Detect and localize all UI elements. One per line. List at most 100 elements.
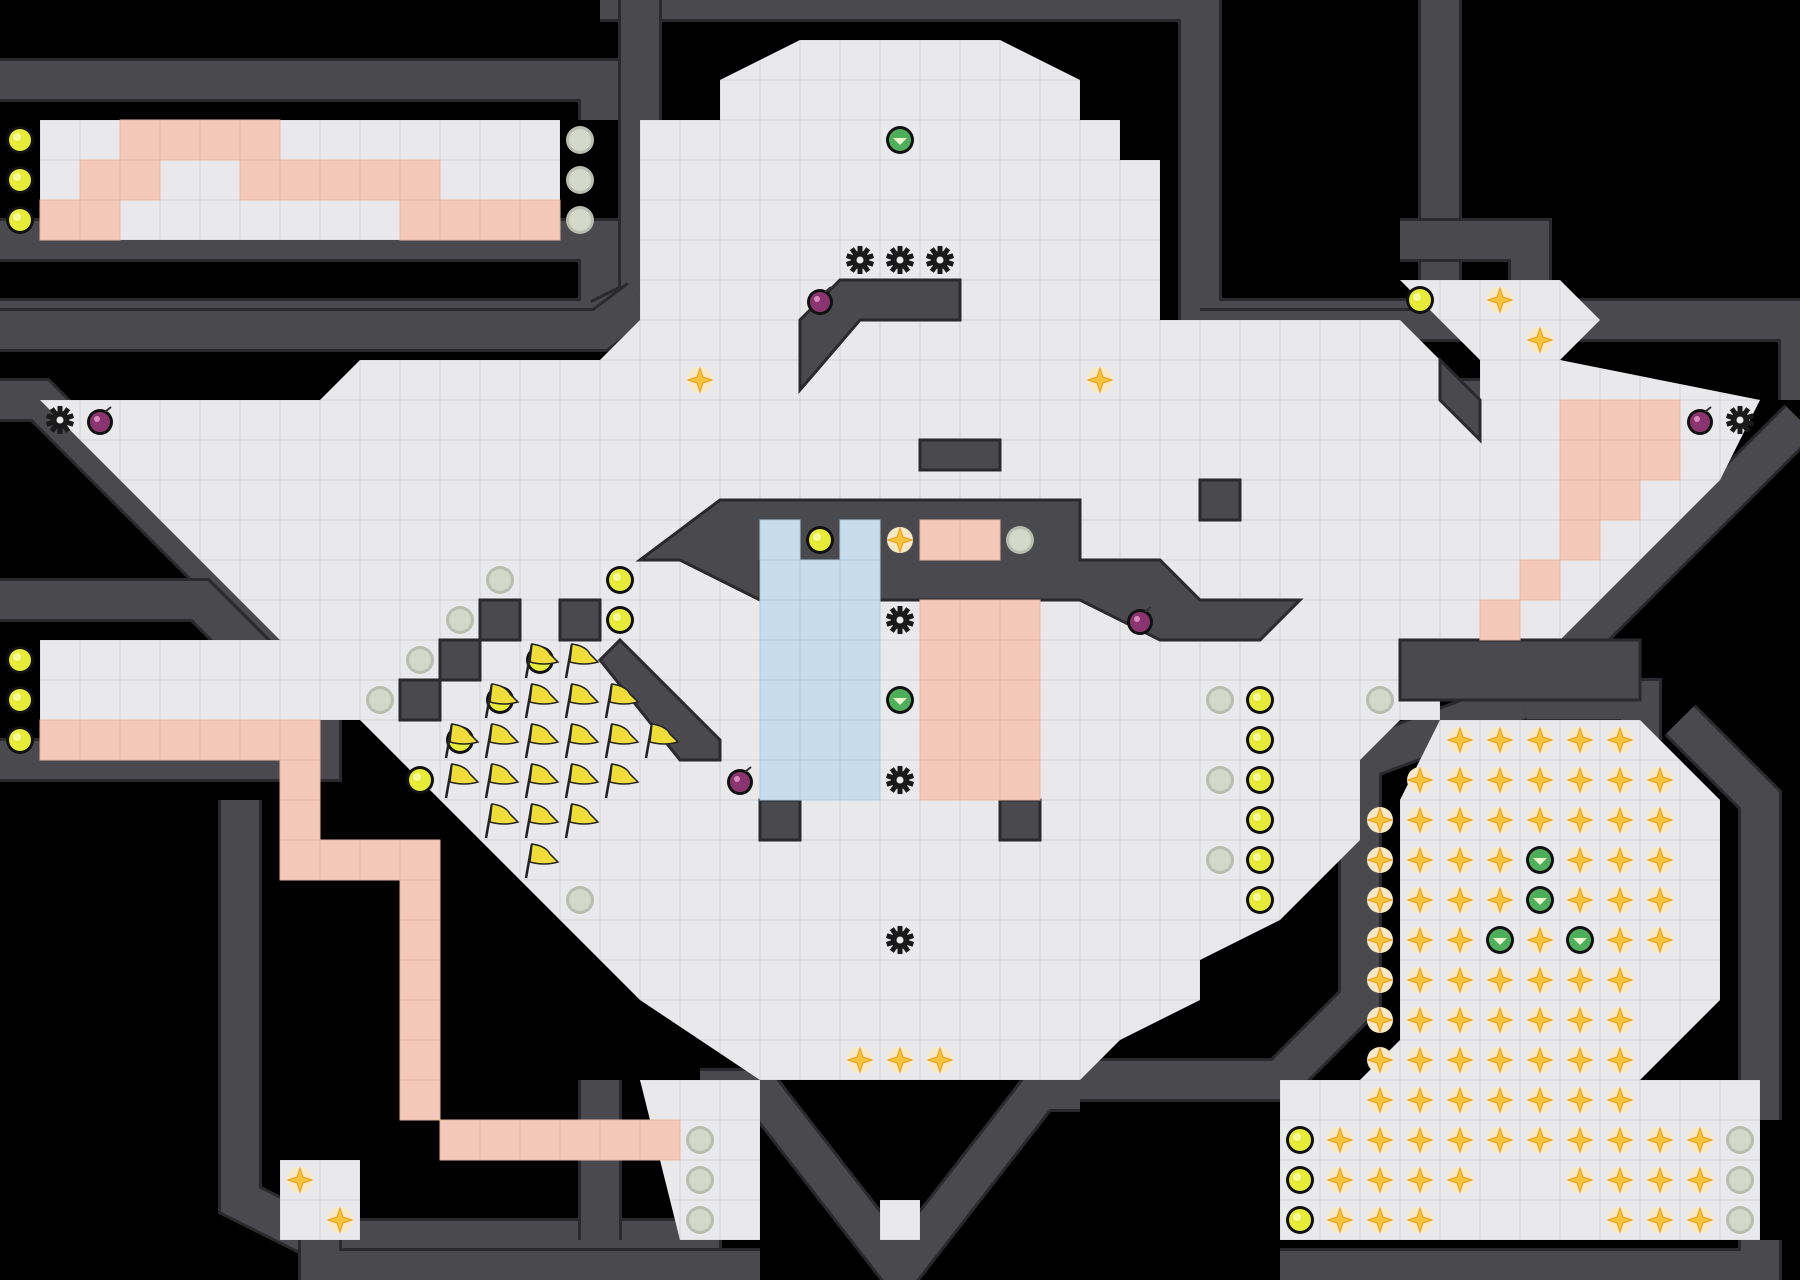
- coin-icon: [606, 566, 634, 594]
- coin-icon: [1246, 726, 1274, 754]
- path-tile: [359, 839, 401, 881]
- spark-icon: [1606, 966, 1634, 994]
- spark-icon: [1486, 966, 1514, 994]
- path-tile: [919, 719, 961, 761]
- spark-icon: [1446, 926, 1474, 954]
- coin-icon: [6, 166, 34, 194]
- empty-coin-slot-icon: [566, 886, 594, 914]
- flag-icon: [604, 683, 640, 719]
- spark-icon: [1686, 1206, 1714, 1234]
- water-tile: [799, 759, 841, 801]
- path-tile: [1639, 399, 1681, 441]
- wall-band: [301, 1240, 760, 1280]
- path-tile: [399, 919, 441, 961]
- spark-icon: [1486, 766, 1514, 794]
- flag-icon: [644, 723, 680, 759]
- spark-icon: [1606, 1126, 1634, 1154]
- inner-wall: [918, 438, 1002, 472]
- gear-icon: [885, 246, 915, 274]
- path-tile: [239, 159, 281, 201]
- coin-icon: [6, 126, 34, 154]
- spark-icon: [1646, 806, 1674, 834]
- inner-wall: [1198, 478, 1242, 522]
- spark-icon: [886, 526, 914, 554]
- inner-wall: [438, 638, 482, 682]
- flag-icon: [564, 763, 600, 799]
- sparks: [286, 286, 1554, 1234]
- empty-coin-slot-icon: [446, 606, 474, 634]
- flag-icon: [524, 723, 560, 759]
- path-tile: [479, 1119, 521, 1161]
- path-tile: [639, 1119, 681, 1161]
- path-tile: [1599, 399, 1641, 441]
- gear-icon: [45, 406, 75, 434]
- spark-icon: [886, 1046, 914, 1074]
- flag-icon: [524, 763, 560, 799]
- empty-coin-slot-icon: [1366, 686, 1394, 714]
- empty-coin-slot-icon: [1206, 686, 1234, 714]
- wall-band: [0, 61, 619, 120]
- inner-wall: [798, 278, 962, 395]
- grid-overlay: [40, 640, 360, 720]
- spark-icon: [1366, 1166, 1394, 1194]
- gems: [886, 126, 1594, 954]
- path-tile: [39, 199, 81, 241]
- empty-coin-slot-icon: [686, 1126, 714, 1154]
- flag-icon: [524, 803, 560, 839]
- inner-wall: [758, 798, 802, 842]
- coin-icon: [1246, 686, 1274, 714]
- inner-wall: [1398, 638, 1642, 702]
- water-tile: [799, 559, 841, 601]
- spark-icon: [1486, 806, 1514, 834]
- spark-icon: [1526, 1126, 1554, 1154]
- spark-icon: [1486, 1006, 1514, 1034]
- water-tile: [799, 679, 841, 721]
- empty-coin-slot-icon: [406, 646, 434, 674]
- spark-icon: [1366, 926, 1394, 954]
- empty-coin-slot-icon: [566, 206, 594, 234]
- spark-icon: [1646, 766, 1674, 794]
- inner-wall: [998, 798, 1042, 842]
- spark-icon: [1406, 846, 1434, 874]
- gear-icon: [1725, 406, 1755, 434]
- inner-wall: [558, 598, 602, 642]
- path-tile: [399, 959, 441, 1001]
- spark-icon: [1366, 806, 1394, 834]
- spark-icon: [1326, 1166, 1354, 1194]
- gem-icon: [886, 686, 914, 714]
- path-tile: [359, 159, 401, 201]
- spark-icon: [1486, 886, 1514, 914]
- spark-icon: [1086, 366, 1114, 394]
- spark-icon: [1646, 886, 1674, 914]
- flag-icon: [564, 683, 600, 719]
- gem-icon: [1526, 886, 1554, 914]
- spark-icon: [1406, 886, 1434, 914]
- flag-icon: [524, 643, 560, 679]
- coin-icon: [1286, 1206, 1314, 1234]
- spark-icon: [1526, 926, 1554, 954]
- water-tile: [839, 759, 881, 801]
- spark-field: [1326, 726, 1714, 1234]
- empty-coin-slot-icon: [1006, 526, 1034, 554]
- spark-icon: [686, 366, 714, 394]
- spark-icon: [1606, 1206, 1634, 1234]
- spark-icon: [1486, 1046, 1514, 1074]
- bomb-icon: [87, 406, 113, 435]
- spark-icon: [1686, 1166, 1714, 1194]
- spark-icon: [1486, 1086, 1514, 1114]
- spark-icon: [1606, 1086, 1634, 1114]
- coin-icon: [1246, 806, 1274, 834]
- path-tile: [119, 119, 161, 161]
- path-tile: [999, 719, 1041, 761]
- path-tile: [1559, 399, 1601, 441]
- spark-icon: [1606, 766, 1634, 794]
- spark-icon: [846, 1046, 874, 1074]
- water-tile: [759, 759, 801, 801]
- path-tile: [959, 599, 1001, 641]
- path-tile: [399, 1079, 441, 1121]
- spark-icon: [1526, 806, 1554, 834]
- empty-coin-slot-icon: [486, 566, 514, 594]
- spark-icon: [1406, 1006, 1434, 1034]
- gear-icon: [845, 246, 875, 274]
- water-tile: [759, 639, 801, 681]
